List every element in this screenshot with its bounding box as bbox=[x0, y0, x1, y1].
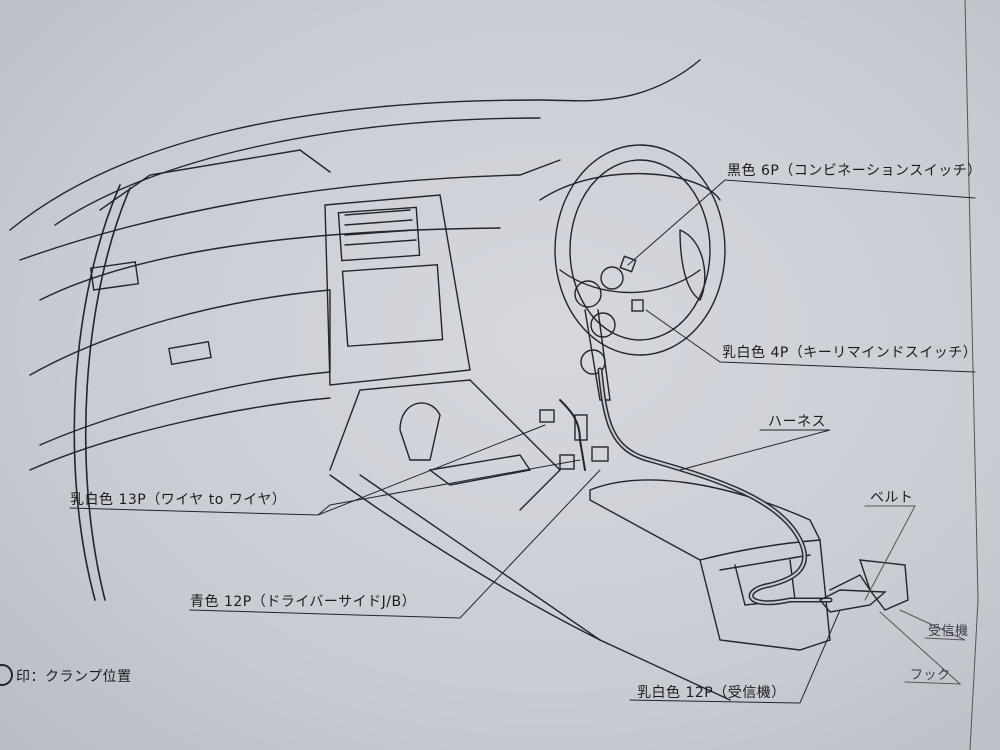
legend-clamp-position: 印：クランプ位置 bbox=[16, 669, 132, 685]
harness-cable bbox=[597, 367, 833, 606]
page-frame bbox=[964, 0, 979, 750]
label-receiver-connector: 乳白色 12P（受信機） bbox=[637, 685, 786, 701]
label-wire-to-wire: 乳白色 13P（ワイヤ to ワイヤ） bbox=[70, 492, 287, 508]
a-pillar bbox=[9, 59, 701, 231]
label-driver-side-jb: 青色 12P（ドライバーサイドJ/B） bbox=[190, 594, 417, 610]
receiver-unit bbox=[818, 589, 887, 613]
steering-wheel bbox=[554, 144, 726, 356]
clamp-legend-circle bbox=[0, 664, 13, 686]
label-receiver: 受信機 bbox=[928, 624, 969, 639]
label-harness: ハーネス bbox=[768, 414, 826, 430]
label-combination-switch: 黒色 6P（コンビネーションスイッチ） bbox=[727, 163, 982, 179]
label-hook: フック bbox=[910, 668, 951, 683]
clamp-marker bbox=[574, 280, 602, 308]
label-key-remind-switch: 乳白色 4P（キーリマインドスイッチ） bbox=[722, 345, 978, 361]
label-belt: ベルト bbox=[870, 490, 914, 506]
